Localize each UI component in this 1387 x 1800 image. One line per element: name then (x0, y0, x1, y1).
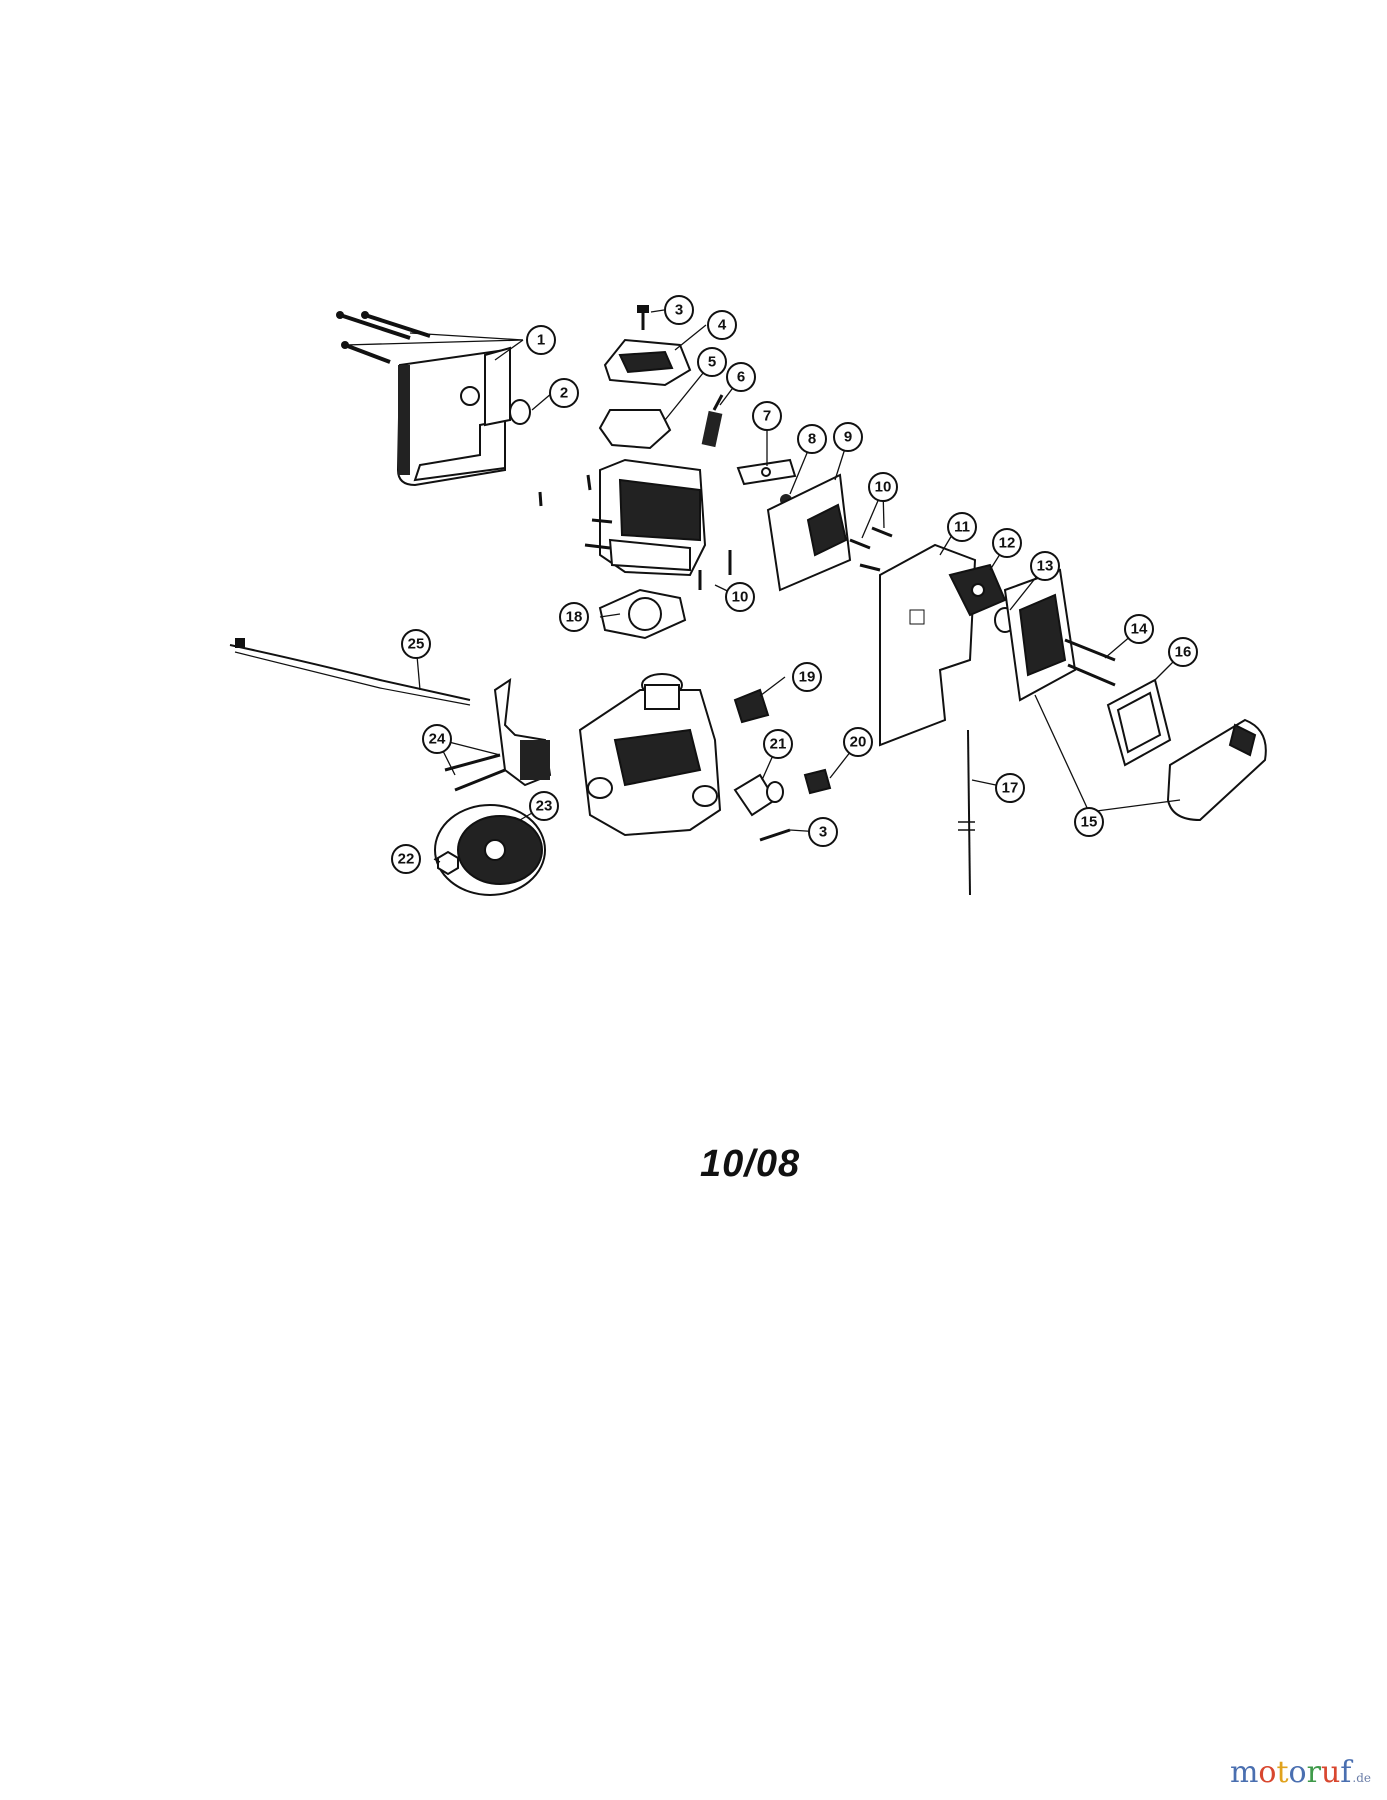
flywheel-nut (437, 850, 459, 876)
muffler-bolts (336, 311, 431, 364)
callout-21: 21 (763, 729, 793, 759)
svg-text:7: 7 (763, 408, 771, 425)
crankcase-seal-right (733, 688, 770, 724)
callout-25: 25 (401, 629, 431, 659)
air-filter-base (1003, 568, 1077, 702)
watermark-letter: t (1276, 1755, 1289, 1790)
svg-text:6: 6 (737, 369, 745, 386)
cylinder-cover-screw (637, 305, 649, 330)
callout-12: 12 (992, 528, 1022, 558)
throttle-cable (958, 729, 975, 896)
svg-text:19: 19 (799, 669, 816, 686)
svg-text:13: 13 (1037, 558, 1054, 575)
date-code: 10/08 (700, 1143, 801, 1185)
watermark-suffix: .de (1352, 1771, 1371, 1785)
svg-text:25: 25 (408, 636, 425, 653)
watermark-letter: m (1229, 1755, 1259, 1790)
bolts-cylinder (538, 474, 893, 590)
callout-19: 19 (792, 662, 822, 692)
svg-text:3: 3 (819, 824, 827, 841)
check-valve (803, 768, 832, 795)
crankcase (578, 673, 722, 837)
svg-text:20: 20 (850, 734, 867, 751)
muffler-gasket (509, 399, 531, 425)
callout-17: 17 (995, 773, 1025, 803)
callout-6: 6 (726, 362, 756, 392)
svg-text:23: 23 (536, 798, 553, 815)
callout-8: 8 (797, 424, 827, 454)
svg-text:12: 12 (999, 535, 1016, 552)
callout-24: 24 (422, 724, 452, 754)
callout-9: 9 (833, 422, 863, 452)
svg-text:10: 10 (875, 479, 892, 496)
callout-11: 11 (947, 512, 977, 542)
callout-16: 16 (1168, 637, 1198, 667)
svg-text:4: 4 (718, 317, 727, 334)
callout-13: 13 (1030, 551, 1060, 581)
callout-1: 1 (526, 325, 556, 355)
svg-text:2: 2 (560, 385, 568, 402)
svg-text:8: 8 (808, 431, 816, 448)
svg-text:24: 24 (429, 731, 446, 748)
watermark-letter: o (1258, 1755, 1277, 1790)
callout-4: 4 (707, 310, 737, 340)
ignition-coil (444, 677, 552, 792)
watermark-letter: o (1288, 1755, 1307, 1790)
air-filter-element (1106, 678, 1172, 767)
insulator (766, 473, 852, 592)
svg-text:16: 16 (1175, 644, 1192, 661)
ignition-wire (229, 638, 471, 706)
svg-text:1: 1 (537, 332, 545, 349)
bolt-intake (759, 828, 791, 842)
svg-text:17: 17 (1002, 780, 1019, 797)
watermark-letter: r (1306, 1755, 1321, 1790)
callout-3-lower: 3 (808, 817, 838, 847)
watermark-letter: u (1320, 1755, 1341, 1790)
carburetor-plate (879, 543, 977, 747)
svg-text:3: 3 (675, 302, 683, 319)
cover-gasket (598, 409, 672, 450)
callout-23: 23 (529, 791, 559, 821)
carburetor (948, 563, 1007, 617)
callout-14: 14 (1124, 614, 1154, 644)
svg-text:22: 22 (398, 851, 415, 868)
svg-text:15: 15 (1081, 814, 1098, 831)
svg-text:11: 11 (954, 519, 970, 536)
callout-2: 2 (549, 378, 579, 408)
muffler (396, 346, 511, 487)
gasket-plate (736, 458, 797, 486)
svg-text:5: 5 (708, 354, 716, 371)
callout-3: 3 (664, 295, 694, 325)
callout-15: 15 (1074, 807, 1104, 837)
callout-20: 20 (843, 727, 873, 757)
callout-10-upper: 10 (868, 472, 898, 502)
callout-10-lower: 10 (725, 582, 755, 612)
callout-22: 22 (391, 844, 421, 874)
watermark-letter: f (1340, 1755, 1352, 1790)
air-filter-cover (1166, 718, 1267, 822)
cylinder (584, 458, 707, 577)
svg-text:21: 21 (770, 736, 787, 753)
svg-text:14: 14 (1131, 621, 1148, 638)
svg-text:10: 10 (732, 589, 749, 606)
callout-18: 18 (559, 602, 589, 632)
svg-text:18: 18 (566, 609, 583, 626)
flywheel (434, 804, 546, 896)
svg-text:9: 9 (844, 429, 852, 446)
callout-7: 7 (752, 401, 782, 431)
callout-5: 5 (697, 347, 727, 377)
intake-fitting (733, 773, 784, 817)
cylinder-cover (603, 338, 692, 387)
spark-plug (701, 394, 724, 448)
cylinder-gasket (598, 588, 687, 640)
